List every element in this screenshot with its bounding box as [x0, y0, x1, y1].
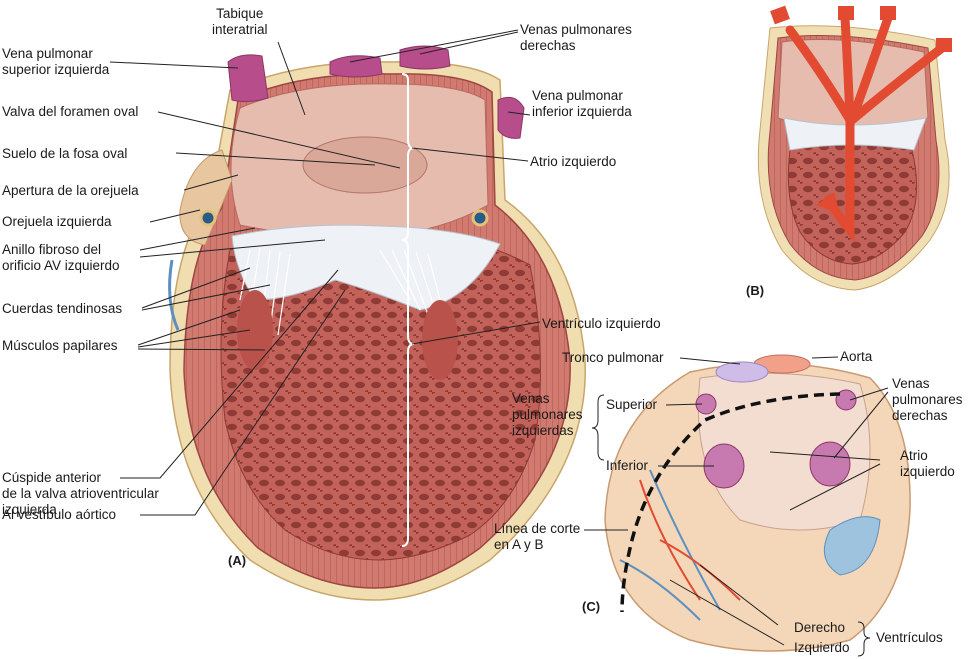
label-aorta: Aorta	[840, 349, 873, 364]
vein-right-2	[399, 45, 451, 70]
heart-section-b	[757, 5, 952, 291]
valve-b	[783, 117, 927, 151]
label-ventriculos: Ventrículos	[876, 630, 943, 645]
vein-c-right-inf	[809, 441, 851, 487]
label-ventriculo-izquierdo: Ventrículo izquierdo	[542, 316, 661, 331]
label-venas-pulmonares-derechas-c: Venas pulmonares derechas	[892, 376, 963, 423]
label-tronco-pulmonar: Tronco pulmonar	[562, 350, 664, 365]
brace-atrium-ventricle	[401, 73, 415, 547]
heart-external-c	[604, 354, 911, 652]
pulmonary-trunk-c	[715, 361, 769, 383]
label-anillo-fibroso: Anillo fibroso del orificio AV izquierdo	[2, 242, 120, 273]
label-atrio-izquierdo-c: Atrio izquierdo	[900, 448, 955, 479]
flow-arrowhead	[816, 192, 840, 214]
vein-b3	[880, 6, 896, 20]
label-apertura-orejuela: Apertura de la orejuela	[2, 183, 139, 198]
fossa-ovalis	[302, 136, 428, 194]
blood-flow-arrows	[785, 13, 947, 243]
vein-inferior-left	[497, 96, 525, 139]
leaders-c	[584, 356, 889, 657]
coronary-vessels-c	[619, 469, 741, 621]
vein-b4	[936, 38, 952, 52]
label-vestibulo-aortico: Al vestíbulo aórtico	[2, 507, 117, 522]
label-inferior: Inferior	[606, 458, 649, 473]
vein-c-right-sup	[835, 389, 857, 411]
papillary-muscle-right	[422, 300, 458, 380]
label-tabique-interatrial: Tabique interatrial	[212, 6, 268, 37]
coronary-vessel-a2	[471, 209, 489, 227]
label-vena-pulmonar-superior-izquierda: Vena pulmonar superior izquierda	[2, 46, 110, 77]
panel-label-c: (C)	[582, 599, 601, 614]
vein-right-1	[329, 55, 383, 78]
vein-b1	[770, 5, 790, 25]
papillary-muscle-left	[237, 290, 273, 370]
label-cuspide-anterior: Cúspide anterior de la valva atrioventri…	[2, 470, 159, 517]
label-cuerdas-tendinosas: Cuerdas tendinosas	[2, 301, 123, 316]
label-superior: Superior	[606, 397, 658, 412]
label-orejuela-izquierda: Orejuela izquierda	[2, 214, 112, 229]
coronary-vessel-a1	[199, 209, 217, 227]
vein-superior-left	[227, 54, 269, 103]
label-izquierdo: Izquierdo	[794, 640, 850, 655]
label-linea-de-corte: Línea de corte en A y B	[494, 521, 581, 552]
panel-label-b: (B)	[746, 283, 765, 298]
label-suelo-fosa-oval: Suelo de la fosa oval	[2, 146, 128, 161]
label-venas-pulmonares-derechas-a: Venas pulmonares derechas	[520, 22, 632, 53]
label-atrio-izquierdo-a: Atrio izquierdo	[530, 154, 617, 169]
label-musculos-papilares: Músculos papilares	[2, 338, 118, 353]
label-valva-foramen-oval: Valva del foramen oval	[2, 104, 139, 119]
cut-line	[620, 392, 841, 613]
label-derecho: Derecho	[794, 620, 846, 635]
label-venas-pulmonares-izquierdas: Venas pulmonares izquierdas	[512, 391, 583, 438]
panel-label-a: (A)	[228, 553, 247, 568]
left-auricle	[179, 149, 233, 246]
heart-section-a	[168, 45, 586, 601]
vein-b2	[838, 6, 854, 20]
leaders-a	[109, 29, 541, 516]
ivc-c	[823, 516, 881, 576]
label-vena-pulmonar-inferior-izquierda: Vena pulmonar inferior izquierda	[532, 88, 632, 119]
